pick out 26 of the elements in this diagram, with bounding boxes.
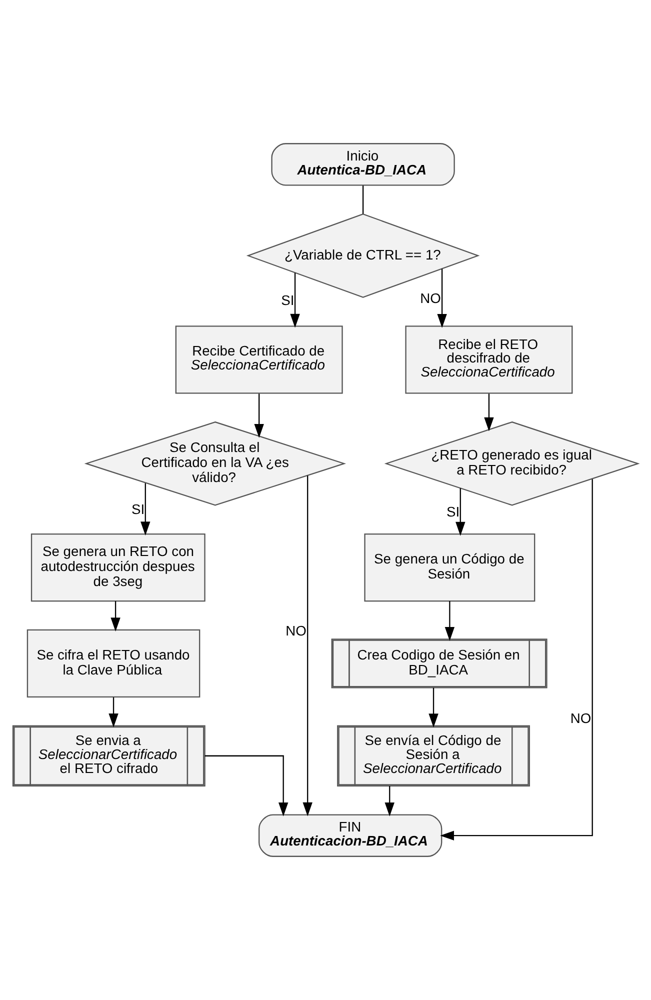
arrow: [428, 688, 438, 728]
arrow: [456, 488, 466, 536]
arrow: [302, 476, 312, 816]
connector: [362, 186, 364, 214]
node-box: Se cifra el RETO usando la Clave Pública: [26, 629, 200, 698]
node-box: Se genera un Código de Sesión: [364, 534, 536, 602]
arrow: [437, 268, 447, 328]
node-box: FIN Autenticacion-BD_IACA: [258, 814, 442, 857]
arrow: [484, 394, 494, 432]
node-box: Inicio Autentica-BD_IACA: [271, 143, 455, 186]
arrow: [204, 755, 288, 816]
node-box: Se genera un RETO con autodestrucción despues de 3seg: [30, 534, 206, 602]
arrow: [254, 394, 264, 438]
arrow: [140, 483, 150, 536]
edge-label: SI: [446, 503, 460, 520]
arrow: [290, 272, 300, 328]
node-box: Recibe Certificado de SeleccionaCertificado: [175, 326, 343, 394]
arrow: [440, 479, 593, 840]
arrow: [384, 786, 394, 816]
arrow: [110, 601, 120, 632]
arrow: [108, 697, 118, 728]
edge-label: NO: [570, 710, 592, 726]
node-box: Recibe el RETO descifrado de SeleccionaCertificado: [405, 326, 573, 394]
arrow: [444, 601, 455, 641]
edge-label: NO: [286, 622, 306, 638]
node-diamond: ¿RETO generado es igual a RETO recibido?: [384, 421, 640, 506]
